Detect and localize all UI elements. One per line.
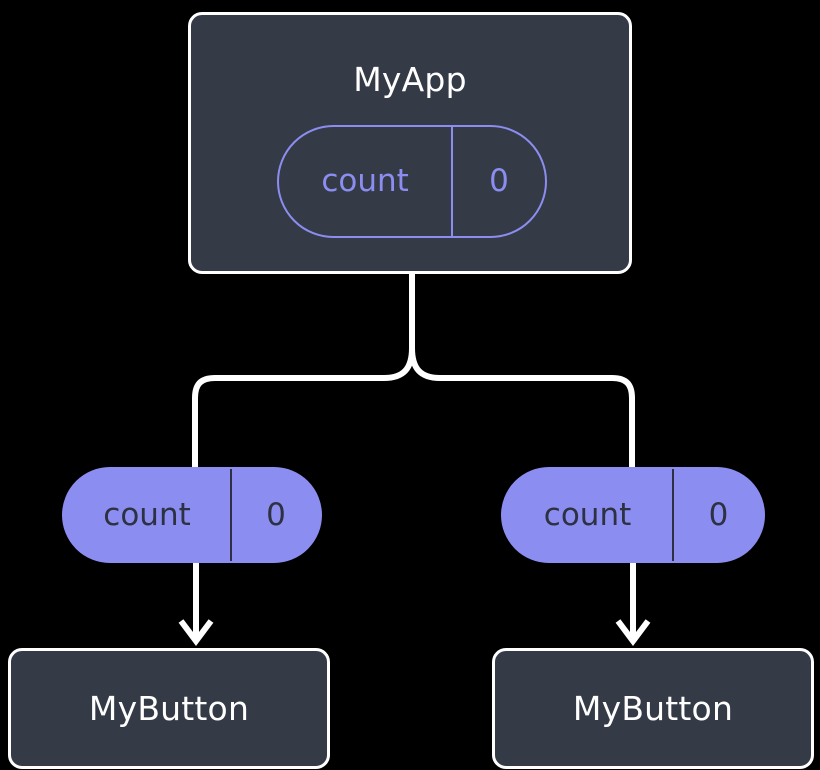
component-title-mybutton: MyButton	[572, 689, 734, 728]
component-title-myapp: MyApp	[353, 60, 467, 99]
state-pill-myapp[interactable]: count 0	[277, 125, 547, 238]
prop-arrow-right	[615, 563, 651, 646]
state-pill-key: count	[543, 496, 632, 533]
component-node-mybutton-left[interactable]: MyButton	[8, 648, 330, 769]
state-pill-value: 0	[230, 469, 320, 561]
state-pill-child-left[interactable]: count 0	[62, 467, 322, 563]
component-title-mybutton: MyButton	[88, 689, 250, 728]
state-pill-value: 0	[451, 127, 545, 236]
state-flow-stem	[409, 274, 635, 467]
state-pill-key: count	[103, 496, 191, 533]
prop-arrow-left	[178, 563, 214, 646]
state-pill-child-right[interactable]: count 0	[501, 467, 765, 563]
state-pill-key: count	[321, 163, 409, 199]
component-node-mybutton-right[interactable]: MyButton	[492, 648, 814, 769]
state-pill-value: 0	[672, 469, 763, 561]
state-flow-branch-left	[192, 347, 415, 467]
